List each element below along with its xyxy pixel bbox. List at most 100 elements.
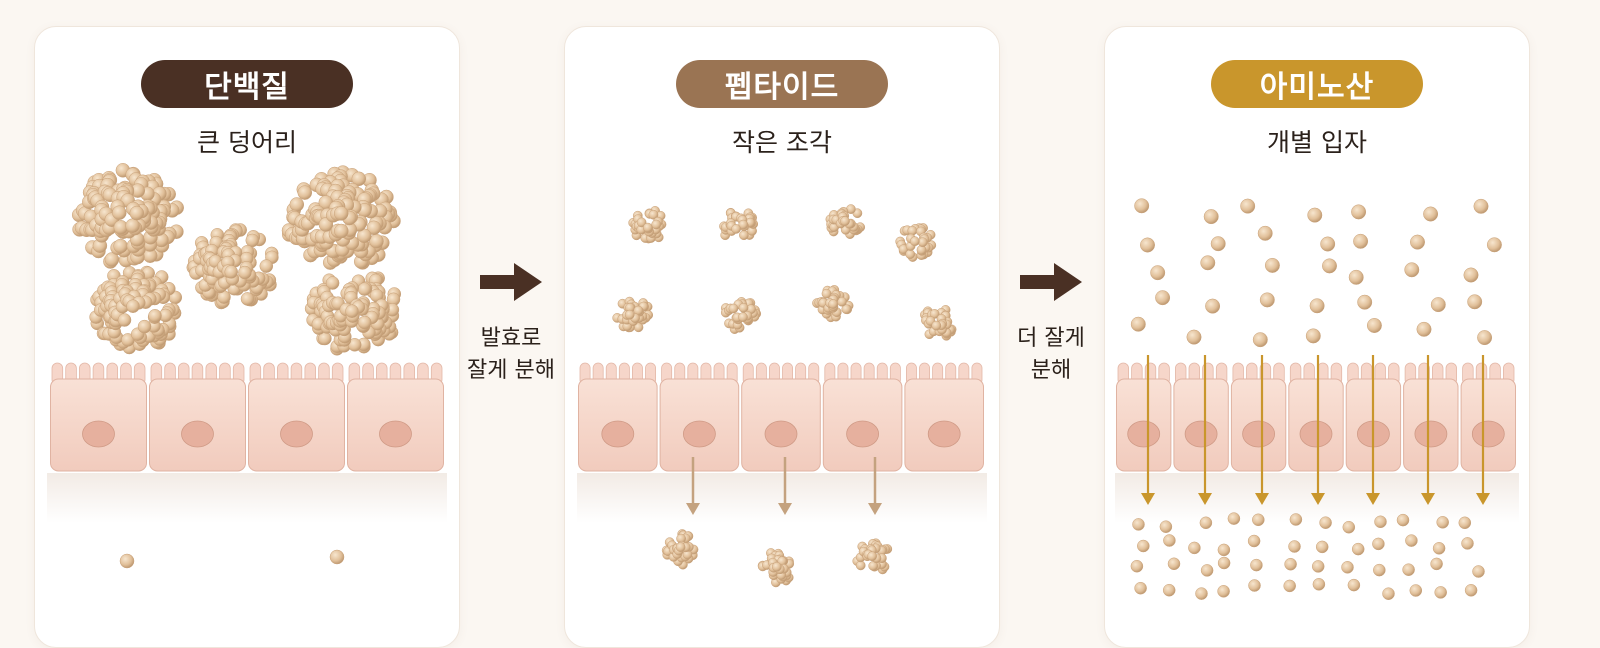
step-label-fermentation: 발효로 잘게 분해 bbox=[467, 326, 555, 383]
bead-cluster bbox=[186, 223, 279, 310]
cell-layer bbox=[1116, 362, 1517, 472]
cell-nucleus bbox=[1184, 420, 1218, 448]
amino-particle bbox=[1373, 563, 1386, 577]
amino-particle bbox=[1432, 542, 1446, 555]
amino-particle bbox=[1382, 587, 1395, 600]
cell-nucleus bbox=[82, 420, 115, 448]
cell-nucleus bbox=[1471, 420, 1505, 448]
amino-particle bbox=[1288, 540, 1301, 553]
amino-particle bbox=[1486, 237, 1502, 253]
amino-particle bbox=[1319, 516, 1332, 529]
bead-cluster bbox=[895, 223, 937, 262]
epithelial-cell bbox=[1230, 362, 1287, 472]
amino-scene bbox=[1115, 198, 1519, 600]
bead-cluster bbox=[920, 305, 957, 341]
amino-particle bbox=[1372, 537, 1385, 551]
down-arrow-icon bbox=[868, 457, 882, 515]
amino-particle bbox=[1188, 541, 1201, 555]
epithelial-cell bbox=[822, 362, 903, 472]
amino-particle bbox=[1132, 518, 1145, 531]
amino-particle bbox=[1312, 578, 1326, 591]
amino-particle bbox=[1162, 583, 1176, 597]
amino-particles-above bbox=[1130, 198, 1502, 348]
step-label-further: 더 잘게 분해 bbox=[1017, 326, 1085, 383]
amino-particle bbox=[1289, 513, 1303, 526]
amino-particle bbox=[1311, 560, 1325, 573]
cell-nucleus bbox=[1414, 420, 1448, 448]
amino-particle bbox=[1357, 294, 1373, 310]
amino-particle bbox=[1217, 556, 1231, 570]
bead-cluster bbox=[757, 548, 795, 588]
down-arrow-icon bbox=[686, 457, 700, 515]
cell-nucleus bbox=[280, 420, 313, 448]
cell-layer bbox=[50, 362, 444, 472]
amino-particle bbox=[1134, 581, 1147, 595]
amino-particle bbox=[1130, 559, 1144, 573]
amino-particle bbox=[1410, 234, 1425, 250]
down-arrow-icon bbox=[1141, 355, 1155, 505]
cell-nucleus bbox=[181, 420, 214, 448]
amino-particle bbox=[1342, 520, 1356, 534]
amino-particle bbox=[1163, 534, 1176, 547]
bead-cluster bbox=[71, 163, 184, 269]
down-arrow-icon bbox=[1198, 355, 1212, 505]
bead-cluster bbox=[720, 297, 762, 334]
amino-particle bbox=[1464, 584, 1478, 597]
panel-amino-acid: 아미노산 개별 입자 bbox=[1104, 26, 1530, 648]
amino-particle bbox=[1210, 236, 1226, 252]
amino-subtitle: 개별 입자 bbox=[1267, 128, 1367, 157]
protein-clusters bbox=[71, 163, 402, 356]
epithelial-cell bbox=[1116, 362, 1172, 472]
amino-particle bbox=[1259, 292, 1275, 308]
epithelial-cell bbox=[248, 362, 345, 472]
bead-cluster bbox=[304, 271, 402, 356]
free-particles bbox=[119, 549, 345, 569]
amino-particle bbox=[1305, 328, 1321, 344]
amino-particle bbox=[1322, 258, 1337, 274]
bead-cluster bbox=[825, 204, 866, 239]
amino-particle bbox=[1458, 516, 1472, 530]
down-arrow-icon bbox=[1311, 355, 1325, 505]
amino-particle bbox=[1140, 237, 1155, 253]
bead-cluster bbox=[281, 165, 401, 270]
cell-nucleus bbox=[601, 420, 635, 448]
amino-particle bbox=[1402, 563, 1415, 576]
membrane-shadow bbox=[47, 473, 447, 523]
amino-particle bbox=[1248, 579, 1261, 592]
down-arrow-icon bbox=[1476, 355, 1490, 505]
amino-particle bbox=[1467, 294, 1483, 310]
amino-particle bbox=[1348, 269, 1364, 285]
protein-subtitle: 큰 덩어리 bbox=[197, 128, 297, 157]
epithelial-cell bbox=[659, 362, 740, 472]
epithelial-cell bbox=[50, 362, 147, 472]
amino-particle bbox=[1252, 332, 1268, 348]
amino-particle bbox=[1461, 537, 1474, 550]
cell-nucleus bbox=[1242, 420, 1276, 448]
amino-particle bbox=[1227, 512, 1241, 525]
amino-particle bbox=[1252, 513, 1265, 527]
amino-particle bbox=[1473, 198, 1489, 214]
epithelial-cell bbox=[904, 362, 984, 472]
peptide-title-badge: 펩타이드 bbox=[676, 60, 888, 108]
amino-particle bbox=[1405, 534, 1418, 547]
peptide-scene bbox=[577, 204, 987, 588]
bead-cluster bbox=[812, 285, 854, 323]
amino-particle bbox=[1309, 298, 1325, 314]
amino-title-badge: 아미노산 bbox=[1211, 60, 1423, 108]
cell-nucleus bbox=[682, 420, 716, 448]
amino-particle bbox=[1430, 297, 1446, 313]
amino-particle bbox=[1283, 579, 1296, 593]
amino-particle bbox=[1205, 298, 1221, 314]
down-arrow-icon bbox=[778, 457, 792, 515]
cell-nucleus bbox=[1127, 420, 1161, 448]
amino-particle bbox=[1351, 542, 1365, 556]
amino-particle bbox=[1374, 515, 1387, 529]
amino-particle bbox=[1347, 578, 1361, 592]
right-arrow-icon bbox=[1020, 263, 1082, 301]
peptide-clusters bbox=[612, 204, 957, 341]
amino-particle bbox=[1409, 584, 1423, 597]
bead-cluster bbox=[89, 265, 183, 355]
membrane-shadow bbox=[577, 473, 987, 523]
amino-particle bbox=[1199, 516, 1213, 530]
amino-particle bbox=[1186, 329, 1202, 345]
